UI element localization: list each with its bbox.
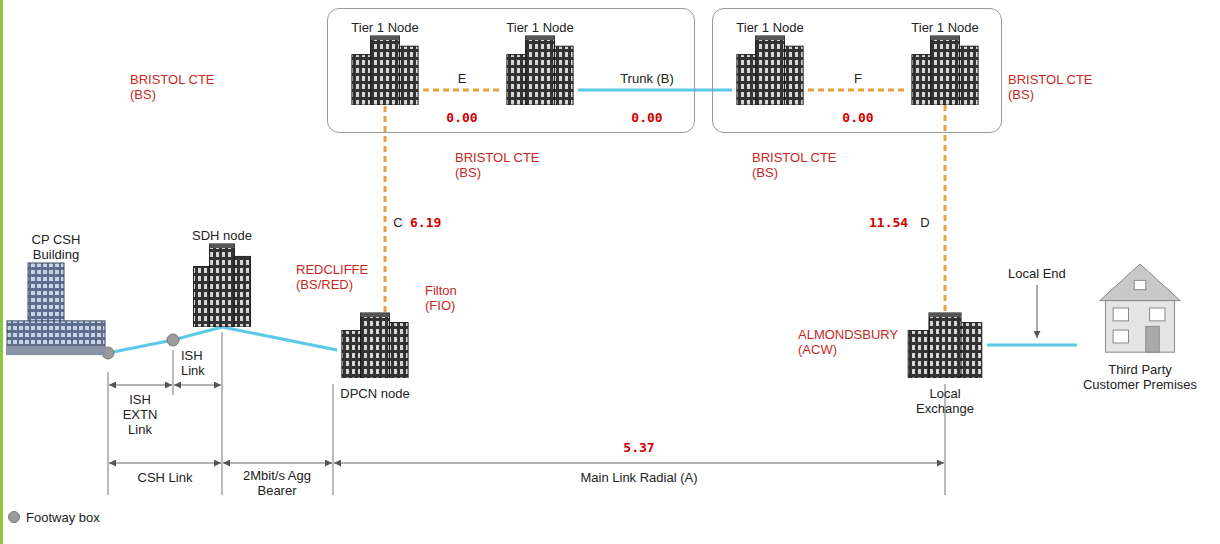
page-bar	[0, 0, 3, 544]
distance-value: 11.54	[869, 215, 915, 230]
callout-label: Local End	[1008, 266, 1078, 281]
edge-label: Trunk (B)	[618, 71, 676, 86]
dimension-label: Main Link Radial (A)	[539, 470, 739, 485]
site-label: BRISTOL CTE (BS)	[1008, 72, 1098, 102]
dimension-label: 2Mbit/s Agg Bearer	[227, 468, 327, 498]
site-node: DPCN node	[337, 312, 413, 401]
node-label: DPCN node	[340, 386, 409, 401]
site-node: Tier 1 Node	[347, 20, 423, 105]
distance-value: 5.37	[609, 440, 669, 455]
route-line	[808, 89, 907, 92]
node-label: Local Exchange	[910, 386, 980, 416]
site-node: Third Party Customer Premises	[1077, 262, 1203, 392]
node-label: Tier 1 Node	[506, 20, 573, 35]
dimension-label: ISH Link	[181, 348, 221, 378]
site-label: REDCLIFFE (BS/RED)	[296, 262, 381, 292]
site-label: BRISTOL CTE (BS)	[752, 150, 842, 180]
link-line	[578, 89, 732, 92]
edge-label: E	[456, 71, 469, 86]
site-node: SDH node	[189, 228, 255, 327]
link-line	[108, 327, 222, 353]
node-label: Tier 1 Node	[351, 20, 418, 35]
site-label: BRISTOL CTE (BS)	[130, 72, 220, 102]
link-line	[987, 344, 1077, 347]
edge-label: C	[391, 215, 404, 230]
edge-label: D	[918, 215, 931, 230]
building-icon	[191, 243, 253, 327]
site-node: Tier 1 Node	[732, 20, 808, 105]
distance-value: 0.00	[622, 110, 672, 125]
house-icon	[1092, 262, 1188, 354]
site-node: Tier 1 Node	[907, 20, 983, 105]
dimension-arrows	[109, 385, 944, 463]
leader-arrow	[1037, 285, 1038, 338]
building-icon	[504, 35, 576, 105]
node-label: Third Party Customer Premises	[1079, 362, 1201, 392]
distance-value: 6.19	[410, 215, 460, 230]
distance-value: 0.00	[833, 110, 883, 125]
building-icon	[6, 262, 106, 357]
edge-label: F	[852, 71, 864, 86]
building-icon	[734, 35, 806, 105]
site-label: Filton (FIO)	[425, 283, 477, 313]
building-icon	[339, 312, 411, 378]
footway-box	[167, 334, 179, 346]
route-line	[384, 105, 387, 312]
dimension-label: ISH EXTN Link	[112, 392, 168, 437]
site-node: CP CSH Building	[4, 232, 108, 357]
route-line	[944, 105, 947, 312]
building-icon	[905, 312, 985, 378]
building-icon	[909, 35, 981, 105]
site-node: Tier 1 Node	[502, 20, 578, 105]
dimension-label: CSH Link	[120, 470, 210, 485]
distance-value: 0.00	[437, 110, 487, 125]
node-label: Tier 1 Node	[911, 20, 978, 35]
node-label: CP CSH Building	[26, 232, 86, 262]
link-line	[222, 327, 337, 350]
site-label: ALMONDSBURY (ACW)	[798, 327, 902, 357]
site-label: BRISTOL CTE (BS)	[455, 150, 545, 180]
building-icon	[349, 35, 421, 105]
site-node: Local Exchange	[903, 312, 987, 416]
node-label: SDH node	[192, 228, 252, 243]
legend-swatch	[8, 511, 20, 523]
route-line	[423, 89, 502, 92]
legend-label: Footway box	[26, 510, 100, 525]
node-label: Tier 1 Node	[736, 20, 803, 35]
